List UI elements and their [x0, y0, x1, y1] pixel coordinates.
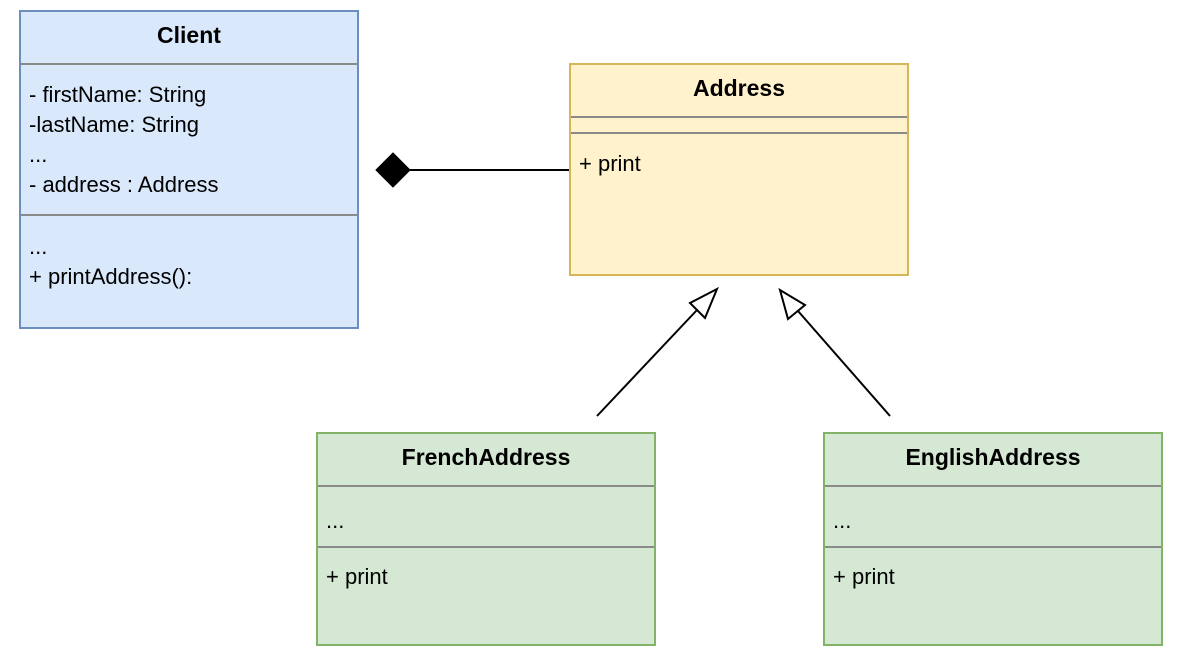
class-address-methods: + print [571, 149, 907, 179]
generalization-arrowhead-english-icon [778, 287, 807, 321]
class-french-address-attributes: ... [318, 506, 654, 536]
attribute-row: ... [833, 508, 852, 533]
class-address-divider-1 [571, 116, 907, 118]
class-english-address-methods: + print [825, 562, 1161, 592]
class-english-address[interactable]: EnglishAddress ... + print [823, 432, 1163, 646]
generalization-line-english [797, 310, 891, 417]
method-row: + print [326, 564, 388, 589]
class-address[interactable]: Address + print [569, 63, 909, 276]
class-english-address-divider-2 [825, 546, 1161, 548]
generalization-line-french [596, 309, 698, 417]
class-english-address-name: EnglishAddress [905, 444, 1081, 470]
attribute-row: - address : Address [29, 172, 219, 197]
class-address-name: Address [692, 75, 786, 101]
method-row: + print [579, 151, 641, 176]
class-address-divider-2 [571, 132, 907, 134]
class-client[interactable]: Client - firstName: String -lastName: St… [19, 10, 359, 329]
method-row: ... [29, 234, 48, 259]
class-french-address-divider-2 [318, 546, 654, 548]
method-row: + printAddress(): [29, 264, 193, 289]
attribute-row: ... [326, 508, 345, 533]
class-french-address-methods: + print [318, 562, 654, 592]
generalization-arrowhead-french-icon [688, 286, 719, 320]
class-client-name: Client [157, 22, 221, 48]
class-french-address-name: FrenchAddress [401, 444, 571, 470]
composition-diamond-icon [375, 152, 411, 188]
class-client-attributes: - firstName: String -lastName: String ..… [21, 80, 357, 200]
class-client-methods: ... + printAddress(): [21, 232, 357, 292]
class-client-divider-1 [21, 63, 357, 65]
class-client-divider-2 [21, 214, 357, 216]
attribute-row: - firstName: String [29, 82, 207, 107]
class-french-address[interactable]: FrenchAddress ... + print [316, 432, 656, 646]
attribute-row: ... [29, 142, 48, 167]
method-row: + print [833, 564, 895, 589]
class-english-address-divider-1 [825, 485, 1161, 487]
attribute-row: -lastName: String [29, 112, 199, 137]
class-french-address-divider-1 [318, 485, 654, 487]
class-english-address-attributes: ... [825, 506, 1161, 536]
